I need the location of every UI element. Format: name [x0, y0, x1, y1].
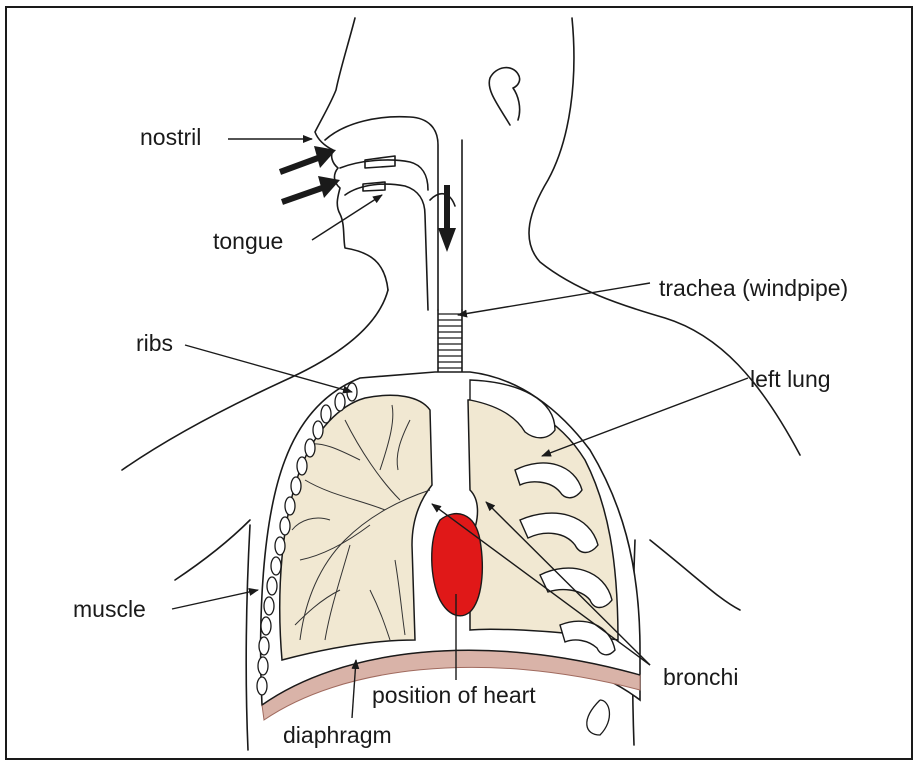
shoulder-right [650, 540, 740, 610]
rib-oval [261, 617, 271, 635]
nasal-cavity [325, 117, 438, 310]
upper-teeth [365, 156, 395, 168]
label-diaphragm: diaphragm [283, 724, 392, 747]
label-position-of-heart: position of heart [372, 684, 536, 707]
left-body-side [246, 525, 250, 750]
rib-oval [305, 439, 315, 457]
rib-oval [259, 637, 269, 655]
rib-oval [257, 677, 267, 695]
arm-left [175, 520, 250, 580]
muscle-leader [172, 590, 258, 609]
tongue-leader [312, 195, 382, 240]
label-bronchi: bronchi [663, 666, 738, 689]
label-left-lung: left lung [750, 368, 831, 391]
label-ribs: ribs [136, 332, 173, 355]
abdomen-curve [587, 700, 610, 735]
palate [340, 160, 428, 190]
rib-oval [258, 657, 268, 675]
label-tongue: tongue [213, 230, 283, 253]
trachea-leader [458, 283, 650, 315]
rib-oval [280, 517, 290, 535]
rib-oval [335, 393, 345, 411]
rib-oval [313, 421, 323, 439]
rib-oval [264, 597, 274, 615]
epiglottis [430, 194, 455, 206]
rib-oval [267, 577, 277, 595]
label-nostril: nostril [140, 126, 201, 149]
rib-oval [271, 557, 281, 575]
tongue-outline [345, 184, 428, 310]
rib-oval [291, 477, 301, 495]
label-muscle: muscle [73, 598, 146, 621]
ear [489, 68, 519, 125]
rib-oval [297, 457, 307, 475]
left-lung-leader [542, 378, 748, 456]
rib-oval [321, 405, 331, 423]
ribs-leader [185, 345, 352, 392]
rib-oval [285, 497, 295, 515]
label-trachea: trachea (windpipe) [659, 277, 848, 300]
rib-oval [275, 537, 285, 555]
